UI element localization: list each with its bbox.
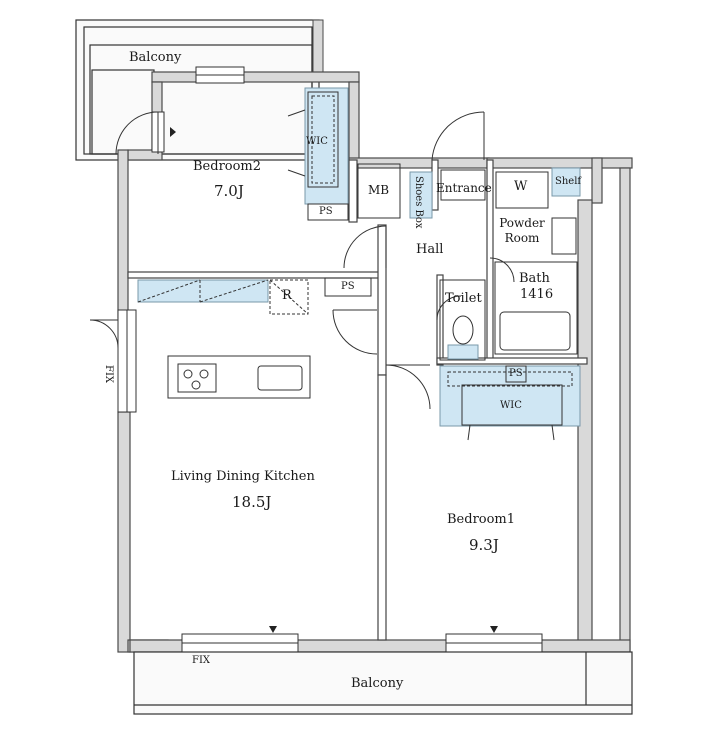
bedroom1-size: 9.3J [469, 536, 499, 554]
balcony-bottom-outline [133, 651, 633, 715]
fix-bottom-label: FIX [192, 655, 211, 666]
toilet-label: Toilet [445, 291, 482, 306]
windows [117, 66, 543, 653]
hall-label: Hall [416, 242, 444, 257]
balcony-top-wall [312, 19, 324, 73]
storage-details [137, 91, 573, 441]
wic-top-label: WIC [306, 136, 328, 147]
powder-room-label: Powder Room [499, 216, 545, 245]
balcony-top-label: Balcony [129, 50, 182, 65]
entrance-label: Entrance [436, 181, 492, 195]
exterior-walls [117, 71, 633, 654]
balcony-bottom-label: Balcony [351, 676, 404, 691]
ps-top-label: PS [319, 206, 333, 217]
ps-right-label: PS [509, 368, 523, 379]
balcony-top-outline [75, 19, 320, 161]
r-label: R [282, 288, 292, 303]
window-markers [170, 127, 498, 633]
mb-label: MB [368, 183, 390, 197]
w-label: W [514, 179, 528, 194]
bath-label: Bath [519, 271, 550, 286]
bedroom1-label: Bedroom1 [447, 512, 516, 527]
bedroom2-label: Bedroom2 [193, 159, 262, 174]
ldk-label: Living Dining Kitchen [171, 469, 315, 484]
ldk-size: 18.5J [232, 493, 272, 511]
fix-left-label: FIX [103, 365, 114, 384]
kitchen-counter [167, 355, 311, 399]
ps-mid-label: PS [341, 281, 355, 292]
shoes-box-label: Shoes Box [413, 176, 424, 229]
wic-right-label: WIC [500, 400, 522, 411]
shelf-label: Shelf [555, 176, 582, 187]
bath-fixtures [439, 169, 578, 361]
door-swings [89, 111, 515, 410]
bedroom2-size: 7.0J [214, 182, 244, 200]
bath-size: 1416 [520, 287, 554, 302]
